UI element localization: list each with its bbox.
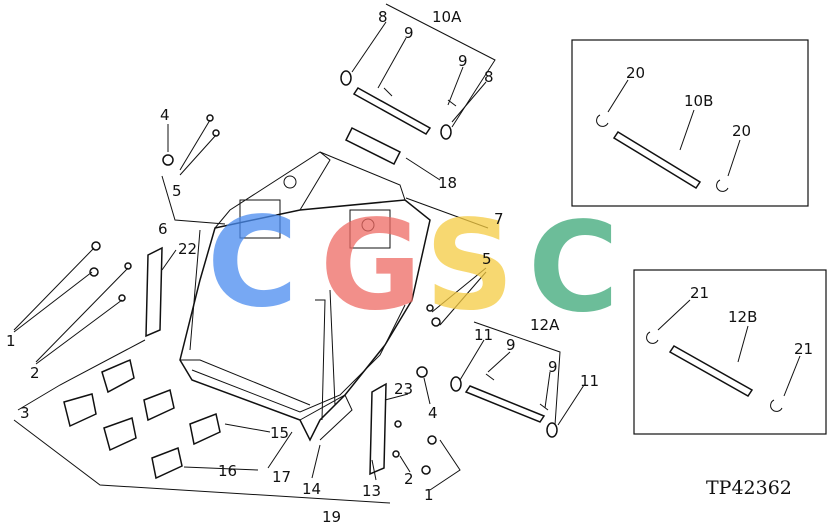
callout-9: 9: [404, 24, 414, 42]
callout-4: 4: [160, 106, 170, 124]
side-cutter-22: [145, 246, 163, 338]
side-cutter-23: [369, 382, 387, 476]
pin-10A: [340, 70, 457, 140]
watermark-letter-1: C: [207, 191, 298, 335]
inset-box-10B: [571, 39, 809, 207]
pin-10B: [612, 130, 702, 190]
callout-15: 15: [270, 424, 289, 442]
bushing-18: [344, 126, 402, 166]
callout-8: 8: [484, 68, 494, 86]
callout-14: 14: [302, 480, 321, 498]
callout-11: 11: [474, 326, 493, 344]
callout-8: 8: [378, 8, 388, 26]
watermark-letter-4: C: [528, 196, 619, 340]
pin-12B: [668, 345, 754, 397]
clip-20-left: [596, 114, 609, 127]
callout-3: 3: [20, 404, 30, 422]
figure-code: TP42362: [706, 477, 792, 499]
callout-1: 1: [424, 486, 434, 504]
callout-18: 18: [438, 174, 457, 192]
callout-20: 20: [626, 64, 645, 82]
callout-12B: 12B: [728, 308, 757, 326]
callout-21: 21: [690, 284, 709, 302]
clip-21-left: [646, 331, 659, 344]
callout-4: 4: [428, 404, 438, 422]
watermark: C G S C: [207, 191, 619, 340]
callout-5: 5: [482, 250, 492, 268]
callout-1: 1: [6, 332, 16, 350]
callout-21: 21: [794, 340, 813, 358]
callout-6: 6: [158, 220, 168, 238]
callout-2: 2: [30, 364, 40, 382]
callout-22: 22: [178, 240, 197, 258]
watermark-letter-3: S: [425, 194, 514, 338]
callouts: 8 10A 9 9 8 4 5 18 6 22 7 5 1 2 3 11 12A…: [6, 8, 813, 525]
callout-17: 17: [272, 468, 291, 486]
callout-5: 5: [172, 182, 182, 200]
callout-10B: 10B: [684, 92, 713, 110]
callout-16: 16: [218, 462, 237, 480]
callout-10A: 10A: [432, 8, 462, 26]
callout-23: 23: [394, 380, 413, 398]
watermark-letter-2: G: [320, 194, 422, 338]
callout-12A: 12A: [530, 316, 560, 334]
pin-12A: [450, 373, 558, 438]
callout-9: 9: [506, 336, 516, 354]
callout-13: 13: [362, 482, 381, 500]
callout-2: 2: [404, 470, 414, 488]
callout-11: 11: [580, 372, 599, 390]
bucket: [179, 151, 431, 442]
callout-9: 9: [458, 52, 468, 70]
callout-9: 9: [548, 358, 558, 376]
teeth: [63, 358, 221, 480]
callout-20: 20: [732, 122, 751, 140]
callout-19: 19: [322, 508, 341, 525]
leader-lines: [13, 3, 801, 504]
clip-20-right: [716, 179, 729, 192]
clip-21-right: [770, 399, 783, 412]
callout-7: 7: [494, 210, 504, 228]
inset-box-12B: [633, 269, 827, 435]
